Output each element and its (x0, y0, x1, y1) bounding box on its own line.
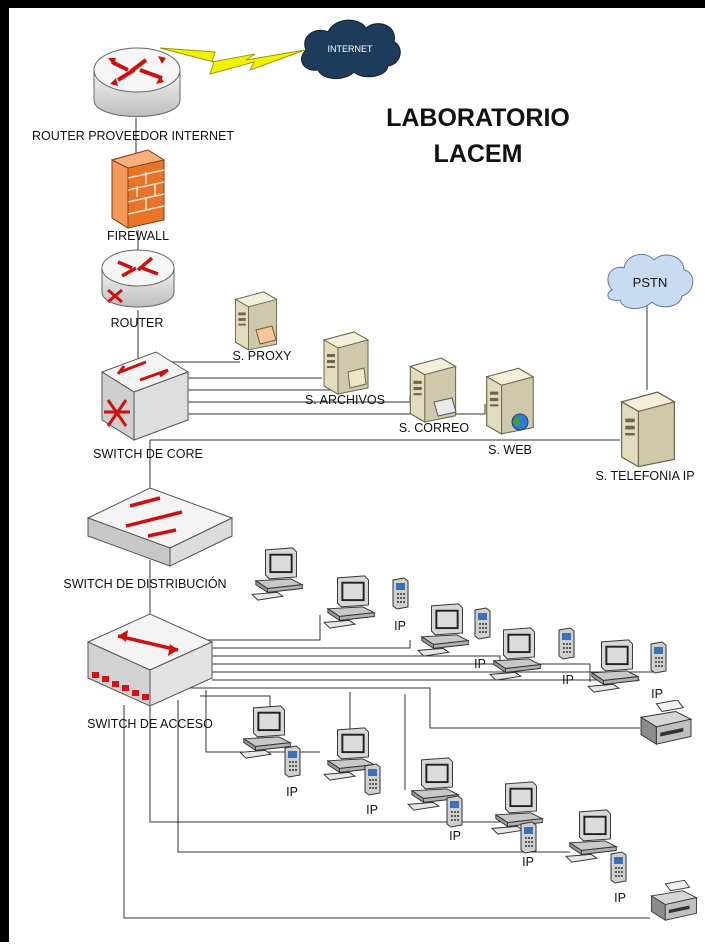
core-switch-icon (100, 351, 190, 441)
pstn-cloud-icon: PSTN (607, 253, 694, 309)
ip-label: IP (449, 829, 461, 843)
pc-icon (417, 603, 469, 657)
ip-label: IP (562, 673, 574, 687)
network-links (123, 118, 660, 919)
ip-label: IP (522, 855, 534, 869)
printer-icon (640, 700, 692, 745)
access-switch-label: SWITCH DE ACCESO (87, 717, 213, 731)
ip-label: IP (614, 891, 626, 905)
distribution-switch-icon (86, 487, 234, 567)
router-isp-icon (93, 47, 181, 117)
ip-label: IP (286, 785, 298, 799)
mail-server-label: S. CORREO (399, 421, 469, 435)
pc-icon (251, 547, 303, 601)
ip-phone-icon (558, 627, 575, 660)
internet-cloud-icon: INTERNET (301, 19, 401, 79)
ip-phone-icon (364, 763, 381, 796)
firewall-label: FIREWALL (107, 229, 169, 243)
pc-icon (239, 705, 291, 759)
telephony-server-icon (620, 391, 676, 468)
proxy-server-label: S. PROXY (232, 349, 292, 363)
ip-phone-icon (650, 641, 667, 674)
proxy-folder-icon (255, 325, 277, 345)
file-server-label: S. ARCHIVOS (305, 393, 385, 407)
core-switch-label: SWITCH DE CORE (93, 447, 203, 461)
pc-icon (587, 639, 639, 693)
web-server-label: S. WEB (488, 443, 532, 457)
printer-icon (651, 880, 697, 921)
frame-left-border (0, 0, 9, 942)
diagram-title-line2: LACEM (434, 140, 523, 168)
ip-label: IP (474, 657, 486, 671)
ip-phone-icon (446, 795, 463, 828)
internet-cloud-label: INTERNET (328, 44, 374, 54)
ip-phone-icon (284, 745, 301, 778)
router-label: ROUTER (111, 316, 164, 330)
file-folder-icon (347, 367, 367, 389)
ip-label: IP (366, 803, 378, 817)
router-icon (101, 249, 175, 308)
pc-icon (565, 809, 617, 863)
ip-phone-icon (392, 577, 409, 610)
pstn-cloud-label: PSTN (633, 275, 668, 290)
ip-phone-icon (610, 851, 627, 884)
ip-label: IP (651, 687, 663, 701)
access-switch-icon (86, 613, 214, 707)
ip-phone-icon (474, 607, 491, 640)
ip-phone-icon (520, 821, 537, 854)
mail-envelope-icon (433, 397, 457, 417)
distribution-switch-label: SWITCH DE DISTRIBUCIÓN (63, 576, 226, 591)
telephony-server-label: S. TELEFONIA IP (595, 469, 694, 483)
frame-top-border (0, 0, 705, 8)
ip-label: IP (394, 619, 406, 633)
diagram-title-line1: LABORATORIO (386, 104, 570, 132)
lightning-icon (159, 47, 306, 75)
pc-icon (323, 575, 375, 629)
firewall-icon (110, 149, 166, 229)
router-isp-label: ROUTER PROVEEDOR INTERNET (32, 129, 234, 143)
